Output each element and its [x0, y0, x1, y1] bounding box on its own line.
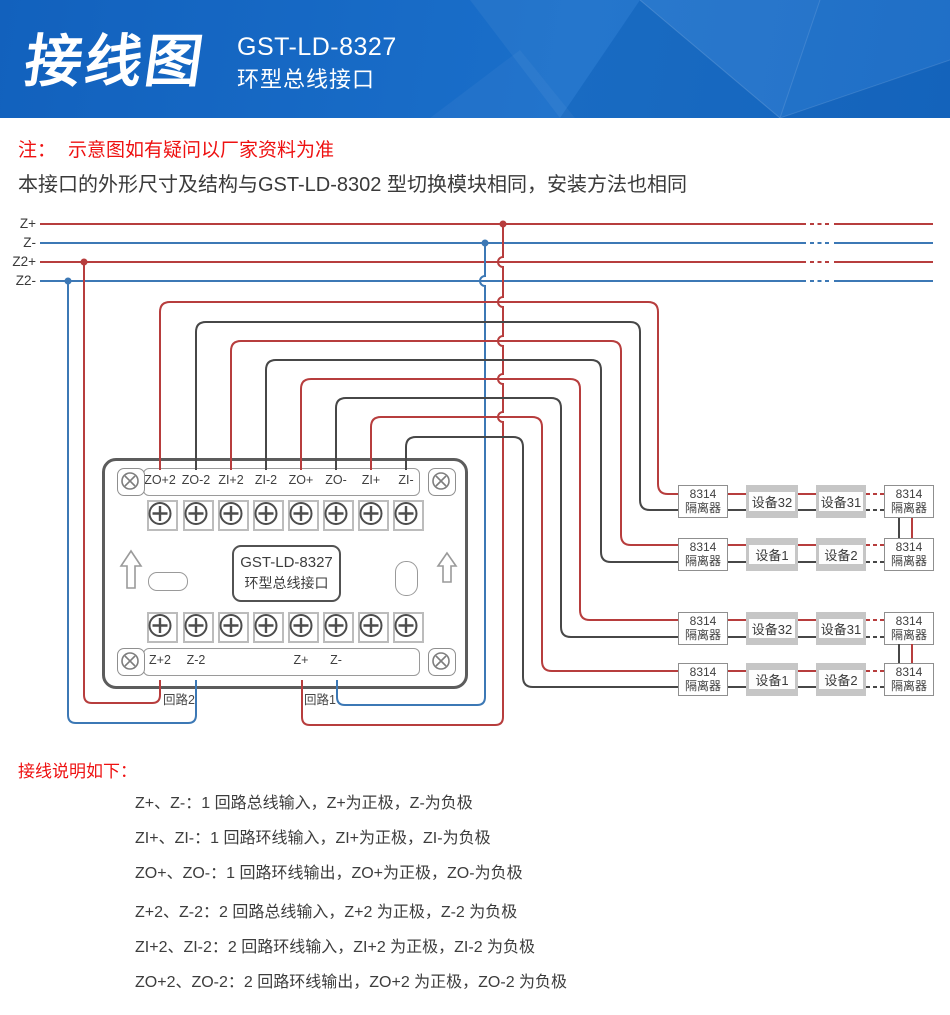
- loop2-label: 回路2: [163, 693, 195, 707]
- isolator-label: 隔离器: [684, 553, 721, 568]
- header-banner: 接线图 GST-LD-8327 环型总线接口: [0, 0, 950, 118]
- device-box: 设备32: [746, 485, 798, 518]
- device-box: 设备31: [816, 612, 866, 645]
- isolator-label: 8314: [895, 540, 923, 555]
- screw-terminal: [392, 612, 424, 643]
- terminal-label-top: ZI-: [398, 473, 414, 487]
- screw-terminal: [322, 500, 354, 531]
- device-box: 设备31: [816, 485, 866, 518]
- device-label: 设备2: [819, 545, 863, 564]
- header-triangle-pattern: [430, 0, 950, 118]
- note-label: 注：: [18, 140, 57, 161]
- isolator-label: 隔离器: [890, 500, 927, 515]
- device-box: 设备1: [746, 663, 798, 696]
- model-number: GST-LD-8327: [237, 33, 397, 61]
- wiring-note-line: ZO+、ZO-：1 回路环线输出，ZO+为正极，ZO-为负极: [135, 865, 523, 882]
- isolator-label: 隔离器: [684, 500, 721, 515]
- device-label: 设备31: [819, 492, 863, 511]
- screw-terminal: [287, 612, 319, 643]
- device-box: 设备1: [746, 538, 798, 571]
- device-label: 设备1: [749, 670, 795, 689]
- wiring-note-line: ZI+、ZI-：1 回路环线输入，ZI+为正极，ZI-为负极: [135, 830, 491, 847]
- isolator-label: 隔离器: [890, 627, 927, 642]
- module-name-line2: 环型总线接口: [244, 575, 329, 591]
- screw-terminal: [146, 500, 178, 531]
- bus-label-Z+: Z+: [19, 216, 36, 231]
- mounting-screw: [117, 468, 145, 496]
- device-label: 设备1: [749, 545, 795, 564]
- bus-label-Z-: Z-: [23, 235, 36, 250]
- screw-terminal: [252, 612, 284, 643]
- screw-terminal: [217, 612, 249, 643]
- isolator-label: 隔离器: [684, 627, 721, 642]
- isolator-label: 隔离器: [890, 678, 927, 693]
- module-name-plate: GST-LD-8327 环型总线接口: [232, 545, 341, 602]
- mounting-screw: [428, 468, 456, 496]
- device-box: 设备2: [816, 663, 866, 696]
- module-name-line1: GST-LD-8327: [240, 554, 333, 571]
- description-note: 本接口的外形尺寸及结构与GST-LD-8302 型切换模块相同，安装方法也相同: [18, 174, 687, 196]
- page-title: 接线图: [20, 30, 210, 94]
- bus-label-Z2-: Z2-: [15, 273, 36, 288]
- slot-pill-vertical: [395, 561, 418, 596]
- isolator-label: 8314: [689, 614, 717, 629]
- screw-terminal: [217, 500, 249, 531]
- wiring-note-line: ZI+2、ZI-2：2 回路环线输入，ZI+2 为正极，ZI-2 为负极: [135, 939, 536, 956]
- screw-terminal: [182, 612, 214, 643]
- screw-terminal: [357, 612, 389, 643]
- screw-terminal: [252, 500, 284, 531]
- device-label: 设备2: [819, 670, 863, 689]
- model-subtitle: 环型总线接口: [237, 67, 376, 92]
- screw-terminal: [287, 500, 319, 531]
- screw-terminal: [322, 612, 354, 643]
- wiring-note-line: Z+2、Z-2：2 回路总线输入，Z+2 为正极，Z-2 为负极: [135, 904, 518, 921]
- isolator-label: 隔离器: [684, 678, 721, 693]
- wiring-note-line: ZO+2、ZO-2：2 回路环线输出，ZO+2 为正极，ZO-2 为负极: [135, 974, 568, 991]
- screw-terminal: [357, 500, 389, 531]
- wiring-notes-heading: 接线说明如下：: [18, 762, 137, 781]
- slot-pill-horizontal: [148, 572, 188, 591]
- isolator-label: 8314: [689, 540, 717, 555]
- isolator-label: 8314: [689, 665, 717, 680]
- loop1-label: 回路1: [304, 693, 336, 707]
- isolator-label: 8314: [689, 487, 717, 502]
- note-warning: 示意图如有疑问以厂家资料为准: [68, 140, 335, 161]
- isolator-label: 8314: [895, 614, 923, 629]
- device-label: 设备32: [749, 619, 795, 638]
- terminal-label-bottom: Z-: [330, 653, 342, 667]
- mounting-screw: [117, 648, 145, 676]
- terminal-label-bottom: Z-2: [186, 653, 206, 667]
- device-box: 设备32: [746, 612, 798, 645]
- device-box: 设备2: [816, 538, 866, 571]
- isolator-label: 8314: [895, 487, 923, 502]
- device-label: 设备31: [819, 619, 863, 638]
- isolator-label: 隔离器: [890, 553, 927, 568]
- isolator-label: 8314: [895, 665, 923, 680]
- screw-terminal: [182, 500, 214, 531]
- mounting-screw: [428, 648, 456, 676]
- device-label: 设备32: [749, 492, 795, 511]
- screw-terminal: [392, 500, 424, 531]
- wiring-note-line: Z+、Z-：1 回路总线输入，Z+为正极，Z-为负极: [135, 795, 473, 812]
- screw-terminal: [146, 612, 178, 643]
- bus-label-Z2+: Z2+: [12, 254, 36, 269]
- disclaimer-note: 注： 示意图如有疑问以厂家资料为准: [18, 135, 334, 162]
